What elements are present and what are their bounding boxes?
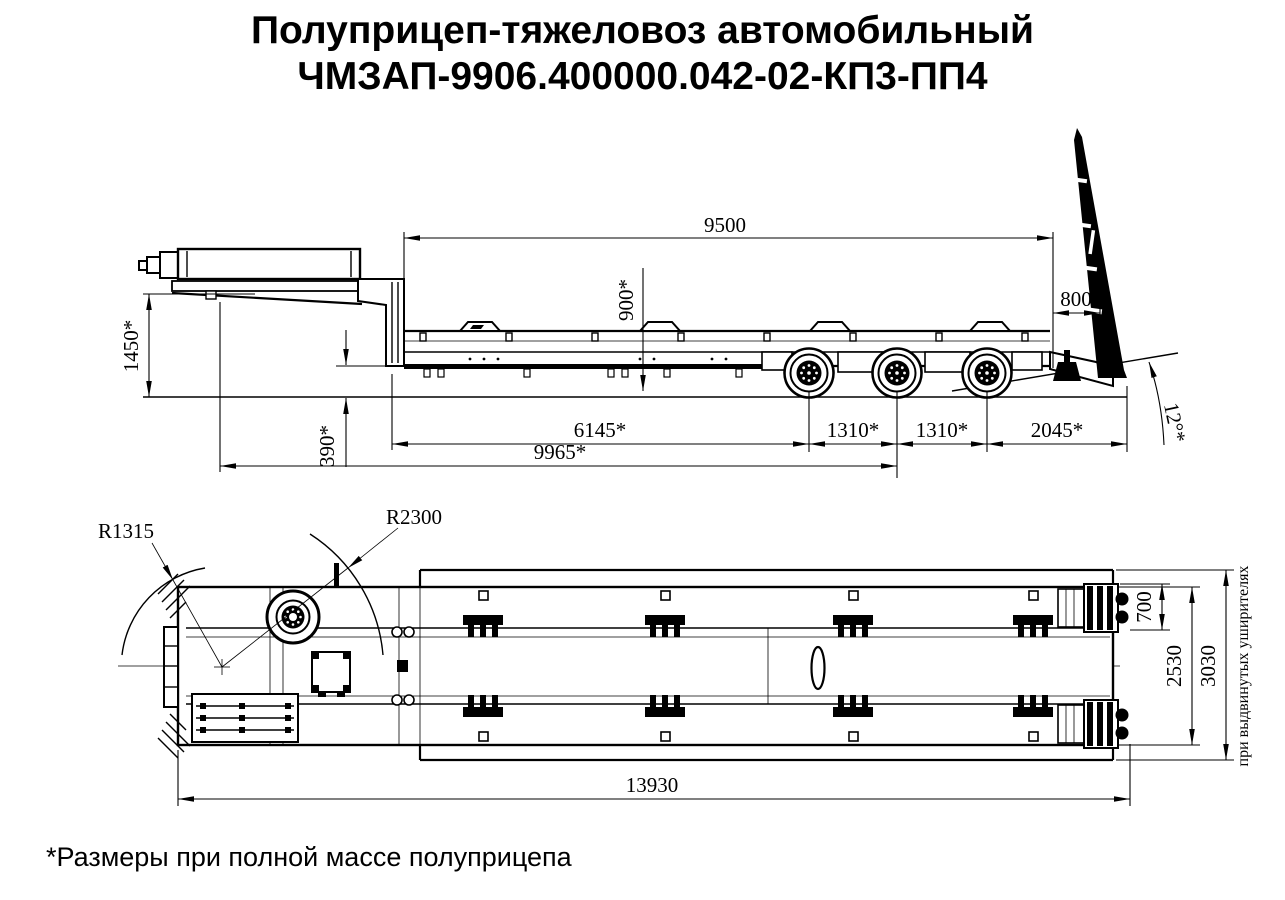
dim-800: 800 — [1060, 287, 1092, 311]
suspension — [761, 351, 1043, 373]
dim-r1315: R1315 — [98, 519, 154, 543]
dim-390: 390* — [315, 425, 339, 467]
front-coupling — [138, 251, 179, 279]
dim-9965: 9965* — [534, 440, 587, 464]
dim-2045: 2045* — [1031, 418, 1084, 442]
ladder — [191, 693, 299, 743]
folded-ramps — [1057, 583, 1129, 749]
raised-ramp — [1074, 128, 1127, 378]
rear-ramp-assembly — [1049, 128, 1127, 388]
top-view-dimensions: 700 2530 3030 при выдвинутых уширителях … — [177, 566, 1252, 806]
toolbox — [311, 651, 351, 697]
dim-1310-2: 1310* — [916, 418, 969, 442]
loading-deck — [404, 321, 1052, 378]
dim-900: 900* — [614, 279, 638, 321]
title-line2: ЧМЗАП-9906.400000.042-02-КП3-ПП4 — [297, 55, 988, 98]
dim-2530: 2530 — [1162, 645, 1186, 687]
dim-13930: 13930 — [626, 773, 679, 797]
dim-6145: 6145* — [574, 418, 627, 442]
wideners-note: при выдвинутых уширителях — [1235, 566, 1252, 767]
kingpin — [265, 589, 321, 645]
front-corner-hatch — [157, 573, 191, 759]
drawing-title: Полуприцеп-тяжеловоз автомобильный ЧМЗАП… — [0, 8, 1285, 100]
tie-down-clusters — [463, 590, 1053, 742]
deck-details — [423, 357, 743, 378]
side-view-dimensions: 9500 800 900* 1450* 390* — [119, 213, 1191, 478]
dim-3030: 3030 — [1196, 645, 1220, 687]
wheel-2 — [871, 347, 923, 399]
dim-9500: 9500 — [704, 213, 746, 237]
wheel-3 — [961, 347, 1013, 399]
title-line1: Полуприцеп-тяжеловоз автомобильный — [250, 9, 1034, 52]
handle-post — [334, 563, 339, 587]
dim-1310-1: 1310* — [827, 418, 880, 442]
support-leg — [1064, 350, 1070, 364]
front-bumper — [163, 626, 179, 708]
folded-ramp-top — [1057, 583, 1129, 633]
center-fitting — [397, 660, 408, 672]
dim-1450: 1450* — [119, 320, 143, 373]
arc-r2300 — [309, 533, 384, 656]
wheels — [783, 347, 1013, 399]
tie-down-row-top — [463, 590, 1053, 637]
widener-hinges — [391, 626, 415, 706]
deck-chocks — [457, 321, 1013, 332]
support-foot — [1053, 362, 1081, 381]
tie-down-row-bottom — [463, 695, 1053, 742]
deck-posts — [419, 332, 1029, 342]
arc-r1315 — [121, 567, 206, 656]
dim-r2300: R2300 — [386, 505, 442, 529]
gooseneck — [171, 247, 405, 367]
side-view: 9500 800 900* 1450* 390* — [119, 128, 1191, 478]
wheel-1 — [783, 347, 835, 399]
deck-slot — [810, 645, 826, 691]
turning-radii: R1315 R2300 — [98, 505, 442, 675]
folded-ramp-bottom — [1057, 699, 1129, 749]
top-view: R1315 R2300 — [98, 505, 1252, 806]
dim-700: 700 — [1132, 591, 1156, 623]
footnote: *Размеры при полной массе полуприцепа — [46, 842, 572, 872]
